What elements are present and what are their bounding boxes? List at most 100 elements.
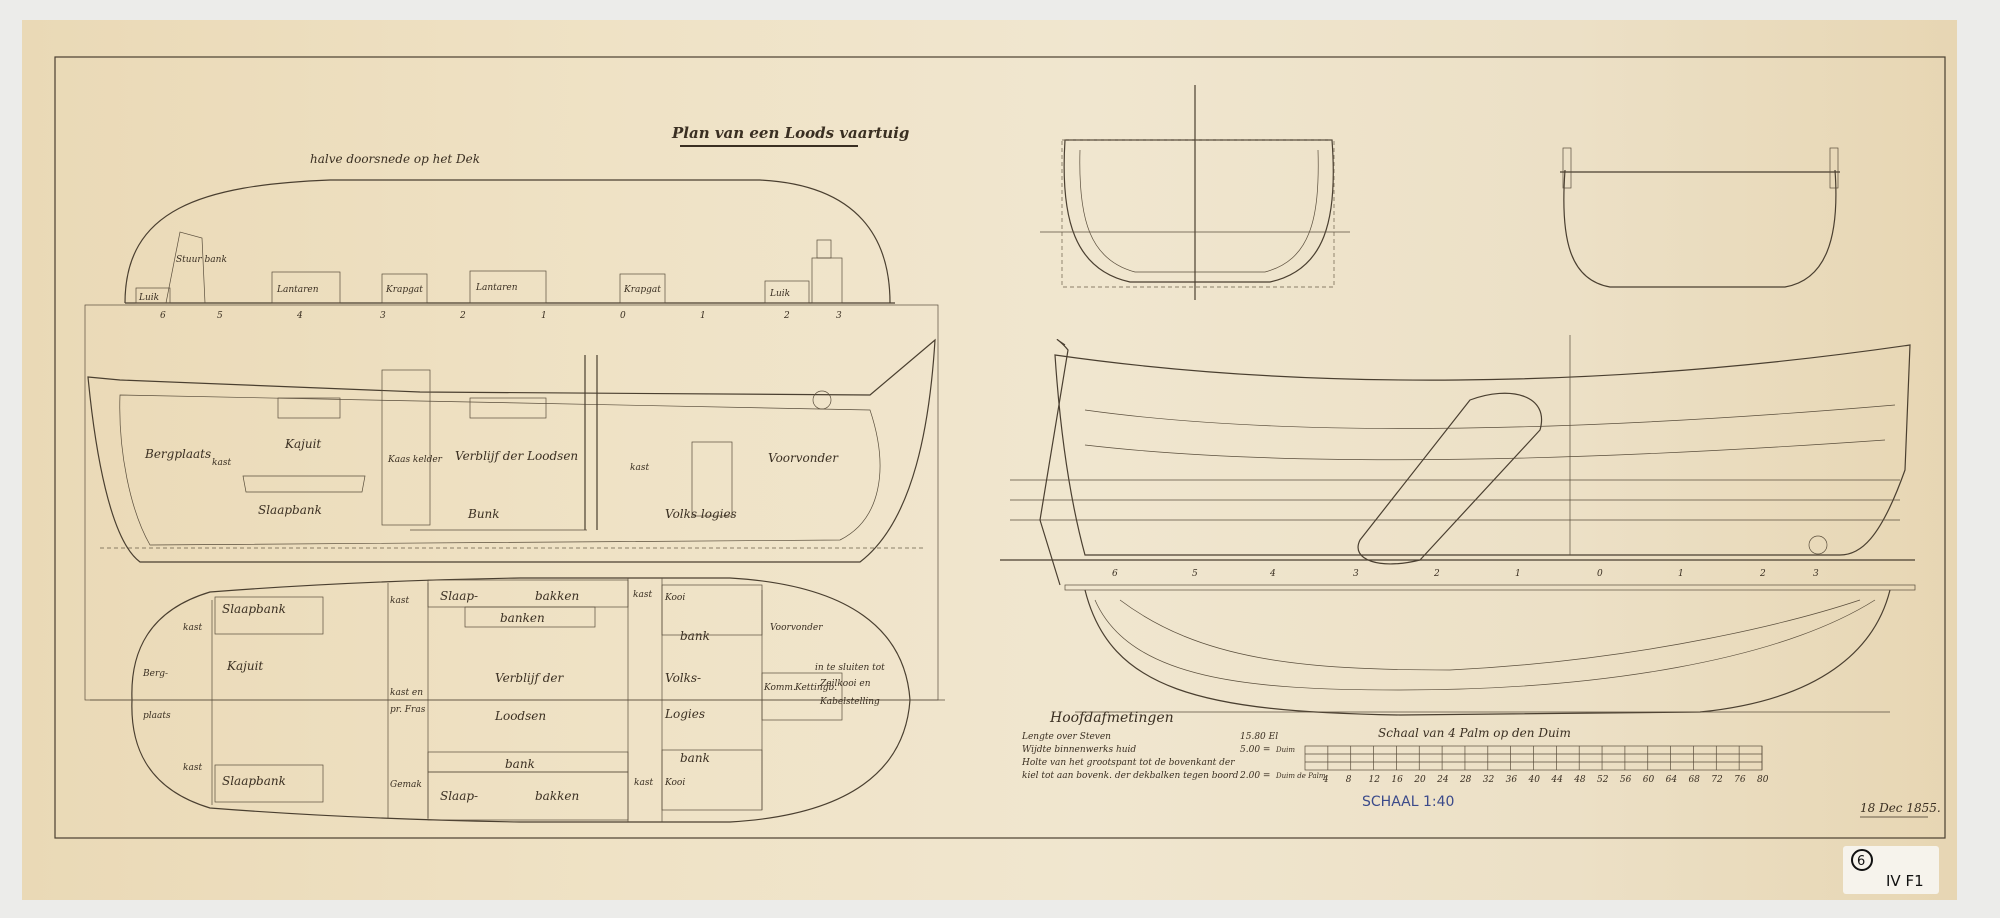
dimension-label: Wijdte binnenwerks huid: [1022, 745, 1136, 755]
section-label: Kaas kelder: [387, 455, 443, 465]
frame-number: 1: [1678, 569, 1684, 579]
scale-tick-label: 56: [1620, 775, 1632, 785]
frame-number: 2: [783, 311, 790, 321]
deck-item: Lantaren: [475, 283, 518, 293]
frame-number: 0: [620, 311, 626, 321]
section-label: Bunk: [467, 507, 500, 521]
plan-label: bank: [680, 751, 710, 765]
frame-number: 1: [541, 311, 547, 321]
plan-label: bakken: [535, 589, 579, 603]
deck-item: Luik: [769, 289, 790, 299]
deck-item: Krapgat: [623, 285, 661, 295]
dimensions-heading: Hoofdafmetingen: [1049, 710, 1174, 726]
scale-tick-label: 16: [1391, 775, 1403, 785]
scale-tick-label: 60: [1643, 775, 1655, 785]
frame-number: 6: [160, 311, 166, 321]
plan-label: Berg-: [142, 669, 168, 679]
plan-label: banken: [500, 611, 545, 625]
scale-tick-label: 52: [1597, 775, 1609, 785]
dimension-value: 2.00 =: [1239, 771, 1270, 781]
plan-label: pr. Fras: [390, 705, 426, 715]
archive-code: IV F1: [1886, 872, 1924, 890]
scale-tick-label: 64: [1666, 775, 1678, 785]
plan-label: kast: [390, 596, 409, 606]
plan-label: bank: [680, 629, 710, 643]
deck-item: Lantaren: [276, 285, 319, 295]
plan-label: Kooi: [664, 778, 685, 788]
plan-label: Slaap-: [440, 789, 478, 803]
frame-number: 3: [1353, 569, 1359, 579]
plan-label: Verblijf der: [495, 671, 565, 685]
section-label: kast: [630, 463, 649, 473]
frame-number: 1: [700, 311, 706, 321]
frame-number: 3: [836, 311, 842, 321]
border-frame: [54, 56, 1946, 839]
plan-label: Slaapbank: [222, 602, 286, 616]
plan-label: kast: [183, 763, 202, 773]
scale-bar: [1304, 745, 1763, 771]
scale-tick-label: 44: [1550, 775, 1563, 785]
deck-item: Stuur bank: [176, 255, 227, 265]
plan-label: Loodsen: [494, 709, 546, 723]
section-label: Verblijf der Loodsen: [455, 449, 578, 463]
section-label: Kajuit: [284, 437, 321, 451]
frame-number: 2: [1433, 569, 1440, 579]
plan-label: Zeilkooi en: [819, 679, 871, 689]
scale-tick-label: 76: [1734, 775, 1746, 785]
scale-tick-label: 72: [1711, 775, 1723, 785]
circled-number-mark: [1851, 849, 1873, 871]
dimension-label: Holte van het grootspant tot de bovenkan…: [1021, 758, 1235, 768]
plan-label: Slaapbank: [222, 774, 286, 788]
plan-view: [90, 577, 945, 823]
plan-label: bakken: [535, 789, 579, 803]
deck-item: Krapgat: [385, 285, 423, 295]
scale-unit: Duim de Palm: [1275, 772, 1326, 780]
archive-number: 6: [1857, 854, 1865, 869]
frame-number: 5: [1192, 569, 1198, 579]
plan-label: Kooi: [664, 593, 685, 603]
section-label: kast: [212, 458, 231, 468]
plan-label: in te sluiten tot: [815, 663, 885, 673]
plan-label: kast: [633, 590, 652, 600]
section-label: Slaapbank: [258, 503, 322, 517]
dimension-label: kiel tot aan bovenk. der dekbalken tegen…: [1022, 771, 1239, 781]
scale-tick-label: 24: [1436, 775, 1449, 785]
plan-label: Voorvonder: [770, 623, 823, 633]
scale-tick-label: 4: [1322, 775, 1329, 785]
deck-half-section: [124, 179, 895, 304]
frame-number: 2: [1759, 569, 1766, 579]
scale-tick-label: 48: [1573, 775, 1586, 785]
frame-number: 4: [296, 311, 303, 321]
frame-number: 2: [459, 311, 466, 321]
dimension-value: 5.00 =: [1240, 745, 1270, 755]
plan-label: Logies: [664, 707, 705, 721]
section-label: Bergplaats: [144, 447, 211, 461]
drawing-date: 18 Dec 1855.: [1860, 801, 1941, 815]
scale-tick-label: 28: [1459, 775, 1472, 785]
frame-number: 5: [217, 311, 223, 321]
frame-number: 6: [1112, 569, 1118, 579]
section-label: Volks logies: [665, 507, 737, 521]
frame-number: 1: [1515, 569, 1521, 579]
longitudinal-section: [84, 304, 939, 701]
scale-tick-label: 20: [1413, 775, 1426, 785]
plan-label: bank: [505, 757, 535, 771]
dimension-value: 15.80 El: [1240, 732, 1278, 742]
scale-tick-label: 68: [1688, 775, 1700, 785]
hull-waterlines: [1075, 589, 1891, 716]
deck-item: Luik: [138, 293, 159, 303]
scale-tick-label: 32: [1483, 775, 1495, 785]
side-profile: [1000, 335, 1916, 591]
dimension-label: Lengte over Steven: [1021, 732, 1111, 742]
drawing-title: Plan van een Loods vaartuig: [671, 124, 909, 142]
frame-number: 3: [380, 311, 386, 321]
plan-label: Slaap-: [440, 589, 478, 603]
scale-title: Schaal van 4 Palm op den Duim: [1378, 726, 1571, 740]
plan-label: kast: [634, 778, 653, 788]
scale-tick-label: 80: [1757, 775, 1769, 785]
deck-section-caption: halve doorsnede op het Dek: [310, 152, 480, 166]
scale-tick-label: 40: [1528, 775, 1541, 785]
section-label: Voorvonder: [768, 451, 839, 465]
plan-label: Kajuit: [226, 659, 263, 673]
